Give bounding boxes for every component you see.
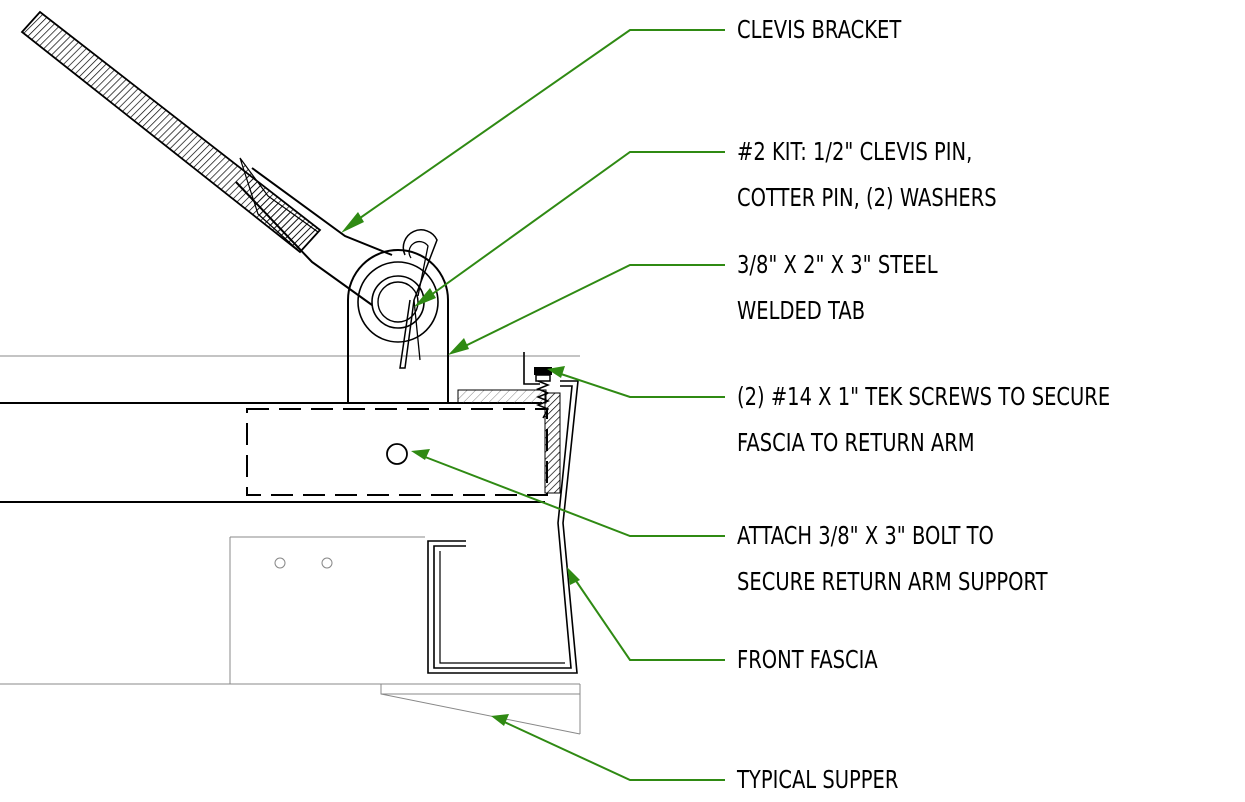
label-kit-line1: #2 KIT: 1/2" CLEVIS PIN, bbox=[737, 137, 973, 166]
label-kit-line2: COTTER PIN, (2) WASHERS bbox=[737, 183, 997, 212]
arm-rod bbox=[20, 10, 322, 254]
label-tab-line2: WELDED TAB bbox=[737, 296, 866, 325]
label-typical-supper: TYPICAL SUPPER bbox=[737, 765, 899, 794]
label-screws-line2: FASCIA TO RETURN ARM bbox=[737, 428, 975, 457]
clevis-bracket-shape bbox=[235, 167, 393, 306]
label-tab-line1: 3/8" X 2" X 3" STEEL bbox=[737, 250, 938, 279]
welded-tab bbox=[347, 249, 449, 403]
label-bolt-line2: SECURE RETURN ARM SUPPORT bbox=[737, 567, 1048, 596]
lower-support bbox=[0, 536, 581, 735]
label-clevis-bracket: CLEVIS BRACKET bbox=[737, 15, 902, 44]
leaders bbox=[341, 29, 725, 781]
cotter-pin bbox=[399, 229, 438, 369]
front-fascia-profile bbox=[427, 352, 579, 674]
label-screws-line1: (2) #14 X 1" TEK SCREWS TO SECURE bbox=[737, 382, 1111, 411]
tek-screw bbox=[534, 367, 552, 419]
label-front-fascia: FRONT FASCIA bbox=[737, 645, 878, 674]
bolt-hole bbox=[386, 443, 408, 465]
return-arm-beam bbox=[0, 355, 580, 503]
label-bolt-line1: ATTACH 3/8" X 3" BOLT TO bbox=[737, 521, 994, 550]
